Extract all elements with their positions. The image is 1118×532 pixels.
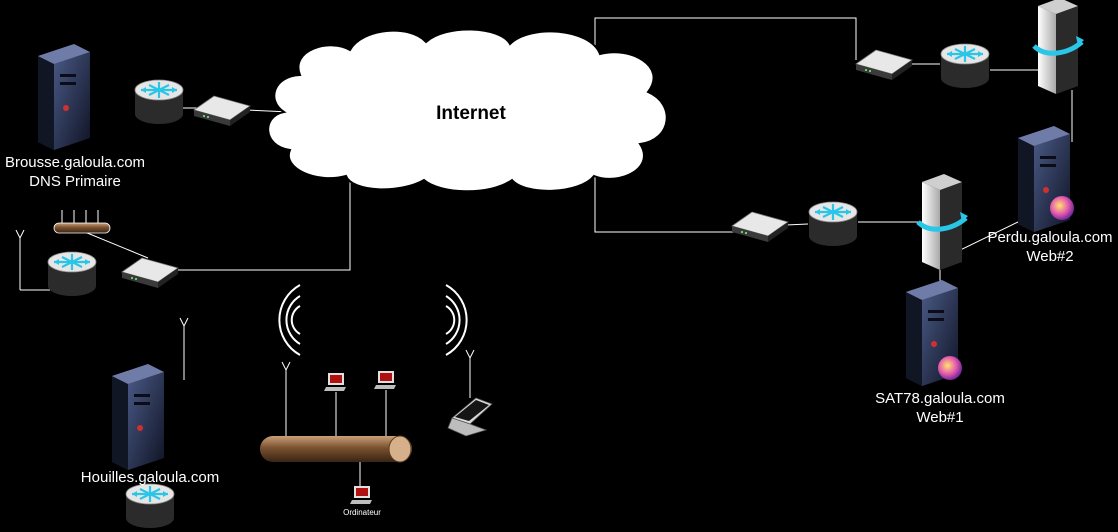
brousse-modem-icon <box>193 95 251 127</box>
sat78-web-globe-icon <box>938 356 962 380</box>
ordinateur-label: Ordinateur <box>343 508 381 517</box>
sat78-modem-icon <box>731 211 789 243</box>
hub-icon <box>53 210 111 234</box>
perdu-web-globe-icon <box>1050 196 1074 220</box>
left-modem-icon <box>121 257 179 289</box>
sat78-firewall-icon <box>918 174 968 270</box>
sat78-host-label: SAT78.galoula.com <box>875 390 1005 407</box>
computer-1-icon <box>324 373 346 391</box>
brousse-host-label: Brousse.galoula.com <box>5 154 145 171</box>
wireless-signal-left-icon <box>278 284 301 356</box>
perdu-role-label: Web#2 <box>1026 248 1073 265</box>
internet-label: Internet <box>436 103 506 124</box>
brousse-server-icon <box>38 44 90 150</box>
sat78-role-label: Web#1 <box>916 409 963 426</box>
houilles-antenna-icon <box>179 317 189 367</box>
perdu-firewall-icon <box>1034 0 1084 94</box>
lan-hub-pipe <box>260 435 412 463</box>
perdu-host-label: Perdu.galoula.com <box>987 229 1112 246</box>
perdu-router-icon <box>939 42 991 90</box>
left-antenna-icon <box>15 229 25 279</box>
houilles-server-icon <box>112 364 164 470</box>
left-router-icon <box>46 250 98 298</box>
sat78-router-icon <box>807 200 859 248</box>
internet-cloud: Internet <box>267 28 668 193</box>
brousse-router-icon <box>133 78 185 126</box>
lan-antenna-icon <box>281 361 291 411</box>
perdu-modem-icon <box>855 49 913 81</box>
houilles-router-icon <box>124 482 176 530</box>
cloud-icon <box>267 28 668 193</box>
computer-3-icon <box>350 486 372 504</box>
laptop-antenna-icon <box>465 349 475 399</box>
computer-2-icon <box>374 371 396 389</box>
houilles-host-label: Houilles.galoula.com <box>81 469 219 486</box>
laptop-icon <box>447 397 493 437</box>
wireless-signal-right-icon <box>445 284 468 356</box>
brousse-role-label: DNS Primaire <box>29 173 121 190</box>
